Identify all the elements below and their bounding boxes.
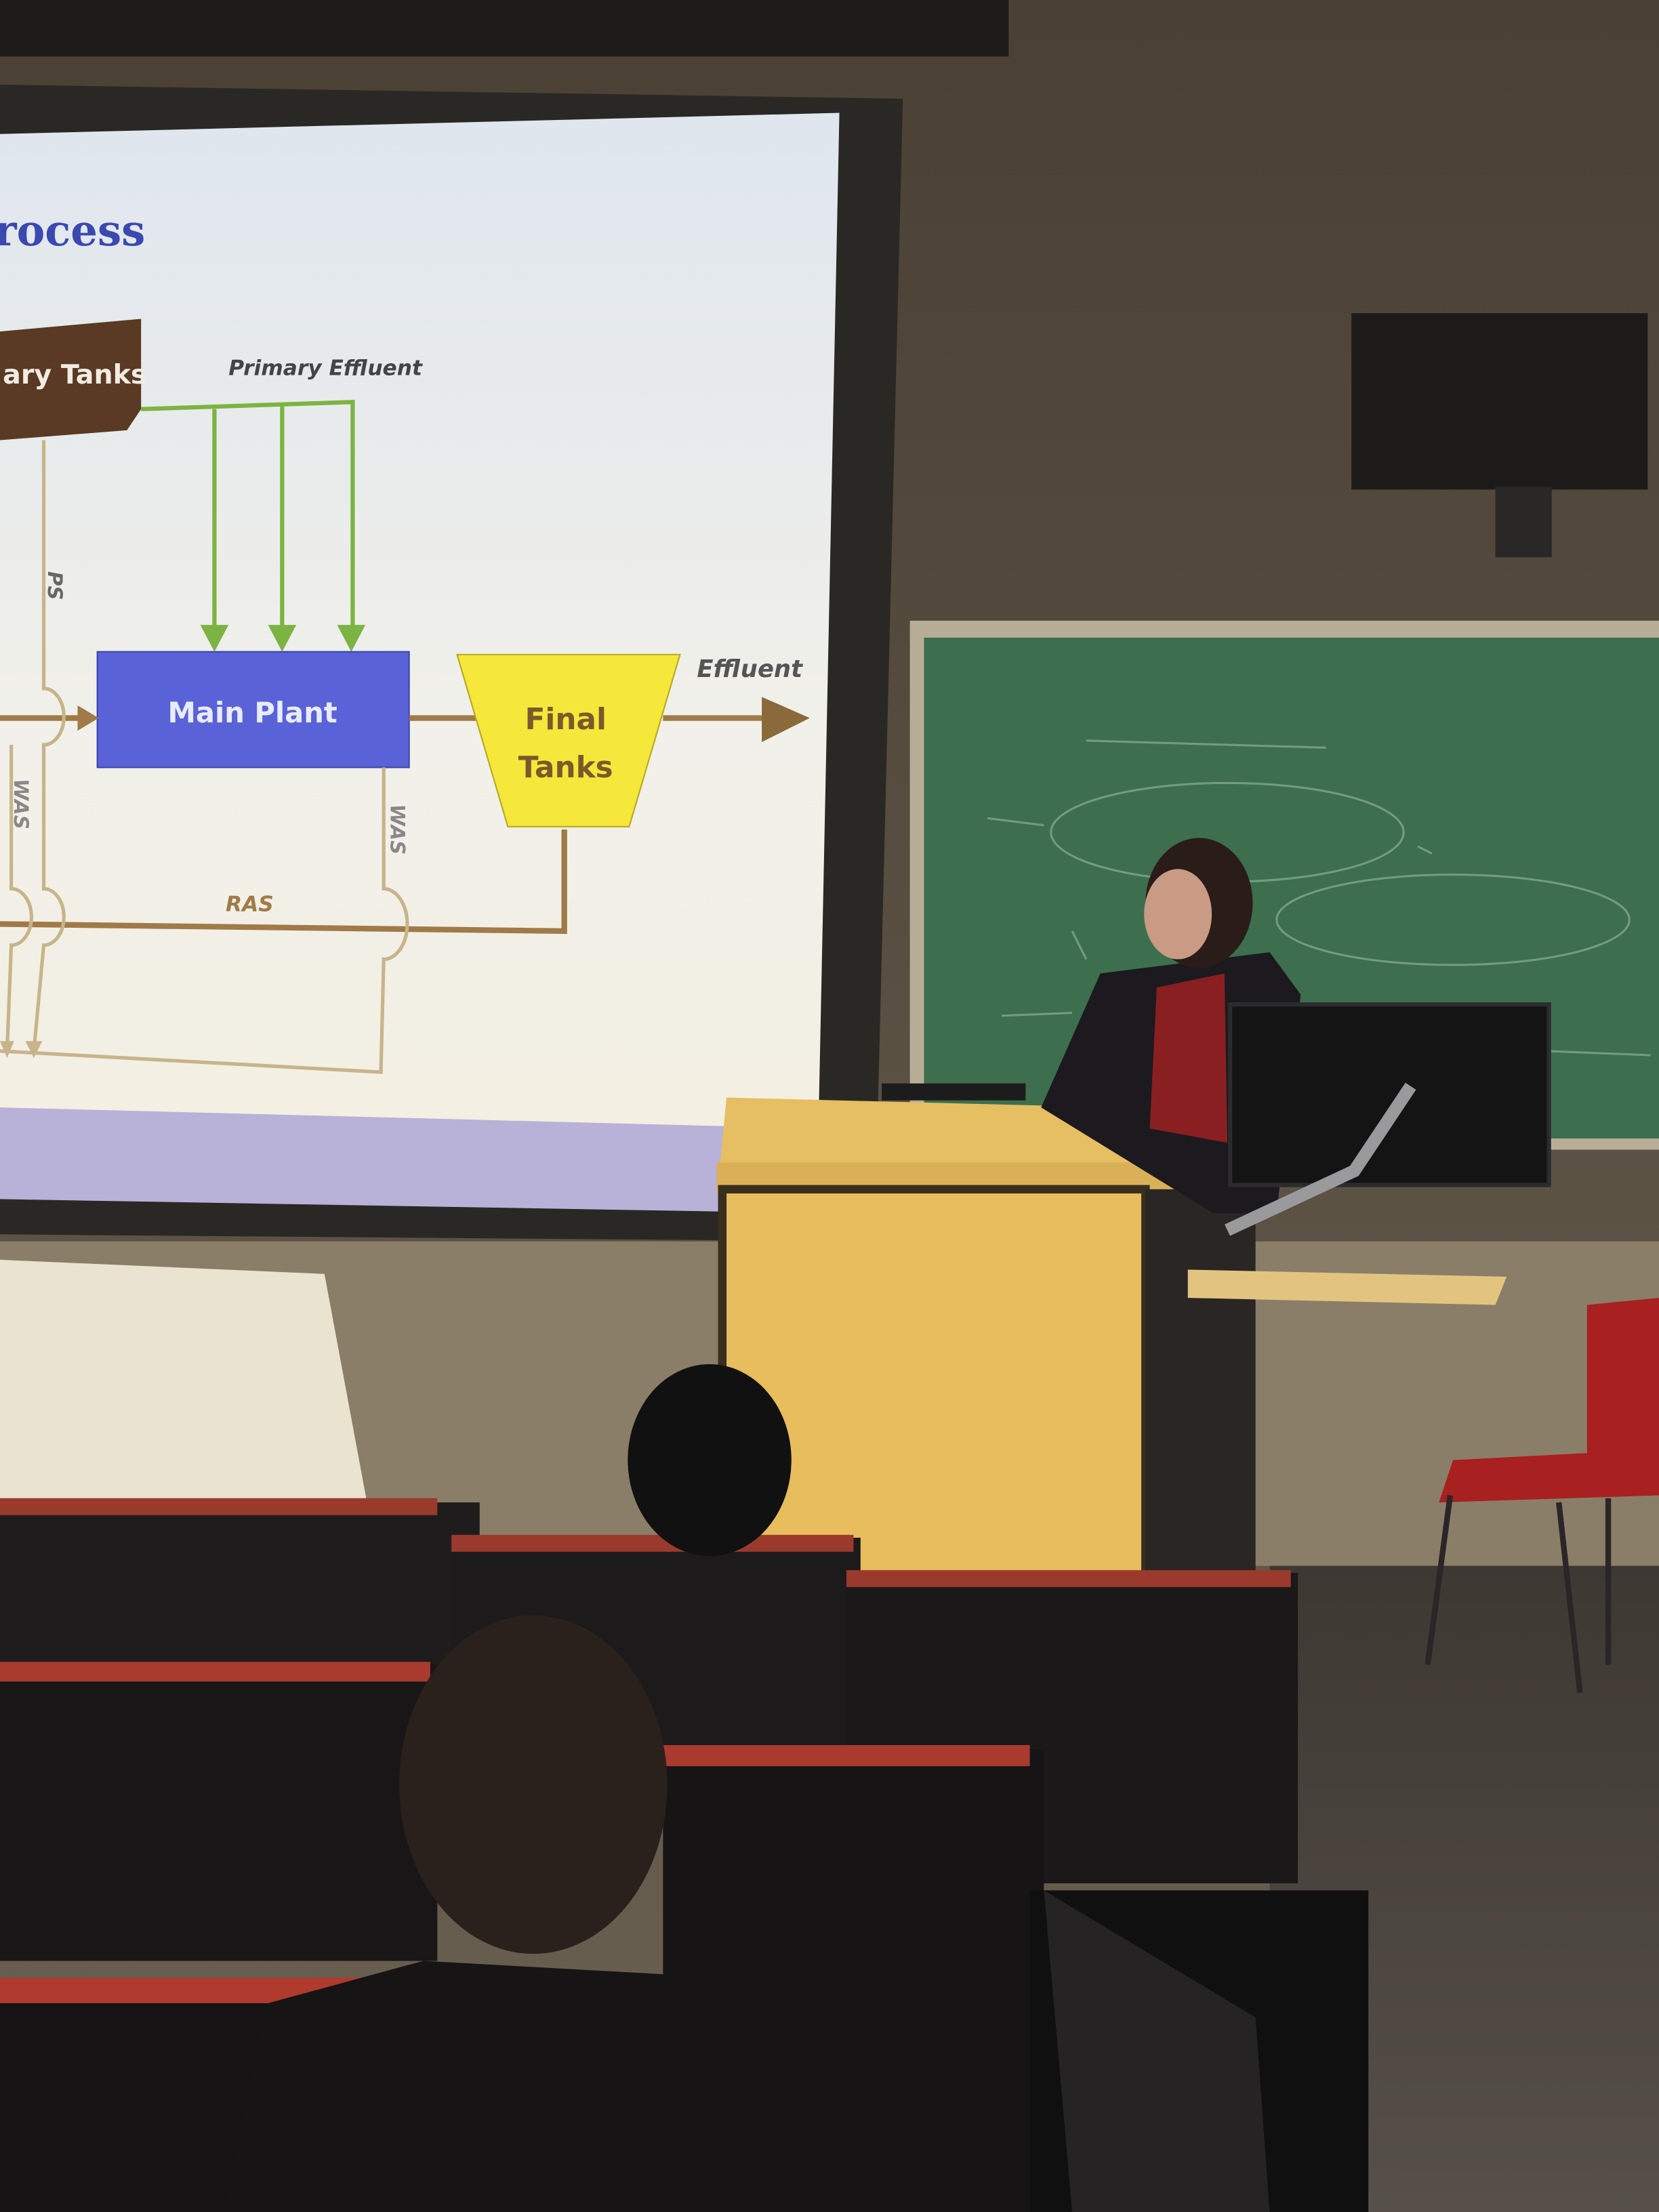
influent-arrowhead: [77, 705, 99, 731]
slide-footer-bar: [0, 1107, 819, 1214]
speaker-mount: [1495, 487, 1552, 558]
primary-effluent-lines: [141, 400, 355, 628]
was-label-left: WAS: [9, 779, 33, 830]
ras-label: RAS: [226, 893, 274, 917]
red-chair: [1439, 1298, 1659, 1502]
red-chair-legs: [1425, 1494, 1612, 1694]
final-tanks-label-line2: Tanks: [518, 750, 613, 785]
main-plant-label: Main Plant: [167, 696, 337, 729]
draped-table: [0, 1259, 370, 1517]
primary-effluent-arrowheads: [200, 625, 366, 652]
effluent-label: Effluent: [697, 655, 803, 683]
effluent-arrowhead: [762, 697, 810, 742]
final-tanks-label-line1: Final: [525, 702, 607, 737]
sludge-lines: [0, 440, 409, 1074]
monitor: [1228, 1002, 1551, 1187]
primary-tanks-box: [0, 319, 142, 441]
monitor-arm: [1225, 1082, 1416, 1236]
screen-housing: [0, 0, 1009, 57]
main-plant-box: [96, 651, 410, 769]
podium-side: [1145, 1189, 1256, 1599]
primary-tanks-label: ary Tanks: [3, 359, 146, 390]
laptop: [882, 1083, 1026, 1101]
ras-line: [0, 830, 567, 935]
slide-title: rocess: [0, 205, 145, 255]
projected-slide: [0, 112, 840, 1140]
ps-label: PS: [43, 571, 66, 600]
was-label-right: WAS: [386, 804, 409, 855]
podium-body: [718, 1185, 1150, 1603]
audience-members: [226, 1364, 1270, 2212]
podium-shelf: [1187, 1269, 1507, 1305]
final-tanks-box: [456, 653, 681, 827]
wall-speaker: [1351, 313, 1648, 490]
primary-effluent-label: Primary Effluent: [228, 356, 423, 381]
sludge-arrowheads: [0, 1041, 43, 1059]
